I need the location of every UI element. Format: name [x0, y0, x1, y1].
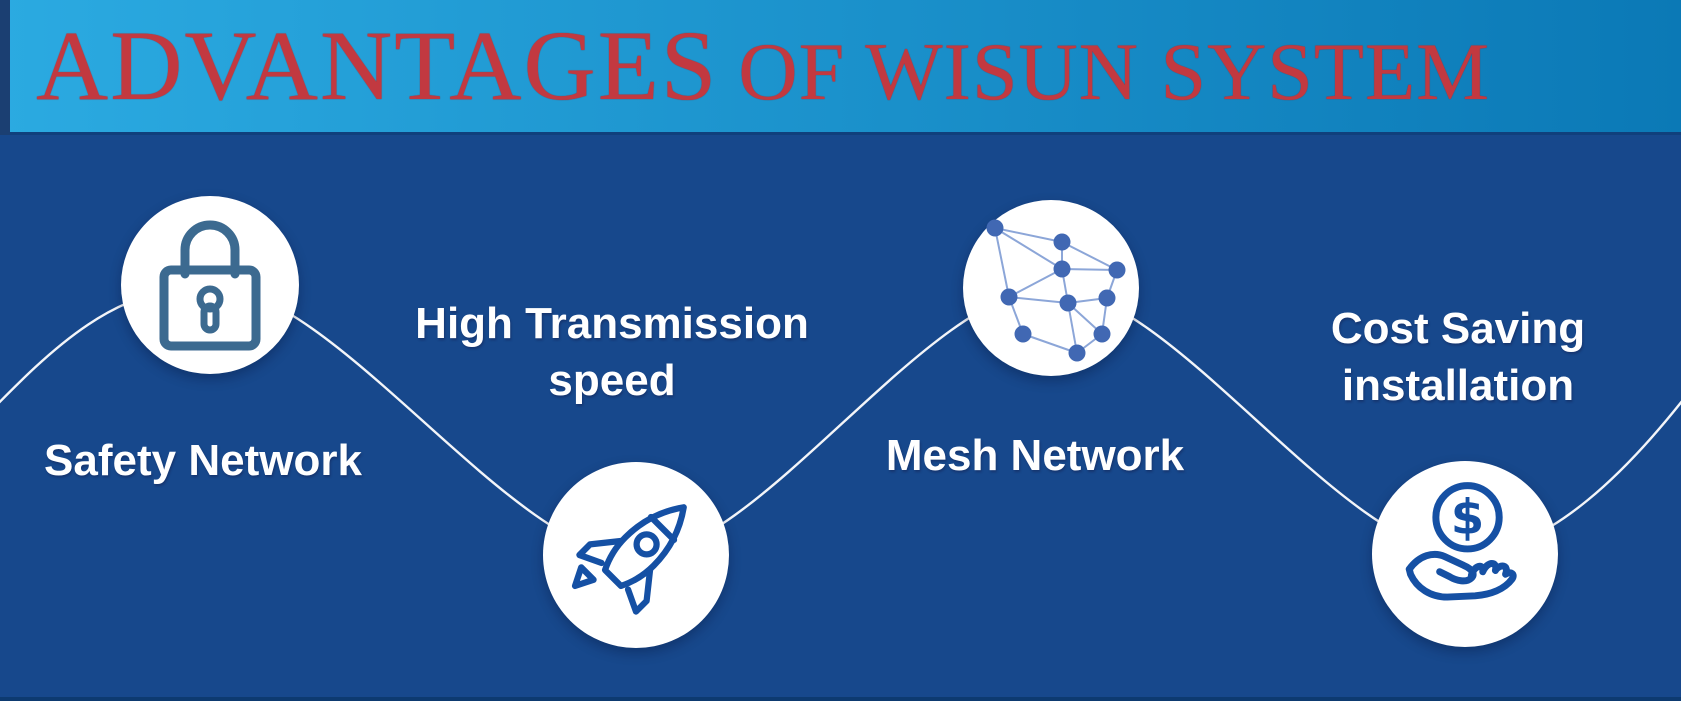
- rocket-exhaust: [571, 564, 597, 590]
- safety-network-circle: [121, 196, 299, 374]
- rocket-icon: [571, 504, 687, 615]
- safety-network-label: Safety Network: [44, 432, 362, 489]
- hand-fingers: [1405, 560, 1517, 601]
- lock-shackle: [180, 220, 240, 279]
- dollar-sign: $: [1451, 490, 1485, 546]
- rocket-fin-right: [624, 566, 654, 615]
- mesh-network-label: Mesh Network: [886, 427, 1184, 484]
- high-transmission-label: High Transmission speed: [415, 295, 809, 409]
- label-line: Safety Network: [44, 436, 362, 485]
- label-line: speed: [548, 356, 676, 405]
- money-hand-icon: $: [1405, 482, 1517, 601]
- rocket-window: [633, 531, 660, 558]
- lock-icon: [159, 220, 261, 351]
- page-title-sub: OF WISUN SYSTEM: [738, 26, 1491, 117]
- label-line: installation: [1341, 361, 1575, 410]
- hand-thumb: [1405, 550, 1477, 585]
- cost-saving-circle: $: [1372, 461, 1558, 647]
- cost-saving-label: Cost Saving installation: [1331, 300, 1585, 414]
- header-left-strip: [0, 0, 10, 135]
- page-title-main: ADVANTAGES: [36, 10, 719, 121]
- mesh-network-circle: [963, 200, 1139, 376]
- mesh-network-icon: [986, 219, 1126, 362]
- bottom-divider: [0, 697, 1681, 701]
- label-line: Cost Saving: [1330, 304, 1586, 353]
- label-line: Mesh Network: [885, 431, 1185, 480]
- bottom-margin: [0, 701, 1681, 710]
- label-line: High Transmission: [415, 299, 809, 348]
- mesh-nodes: [986, 219, 1126, 362]
- high-transmission-circle: [543, 462, 729, 648]
